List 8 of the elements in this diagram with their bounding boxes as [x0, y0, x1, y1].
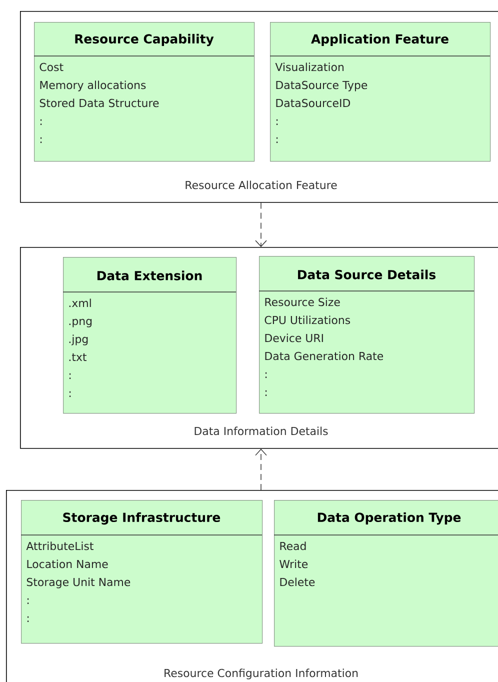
- class-box: Data Source Details Resource Size CPU Utilizations Device URI Data Generation Rate : :: [258, 256, 475, 414]
- class-box: Data Extension .xml .png .jpg .txt : :: [62, 257, 237, 414]
- class-box: Application Feature Visualization DataSource Type DataSourceID : :: [270, 22, 491, 162]
- dashed-arrow: [255, 202, 267, 247]
- dashed-arrow: [255, 448, 267, 490]
- class-box: Storage Infrastructure AttributeList Location Name Storage Unit Name : :: [20, 500, 263, 644]
- class-box: Resource Capability Cost Memory allocations Stored Data Structure : :: [34, 22, 255, 162]
- class-box: Data Operation Type Read Write Delete: [274, 500, 498, 647]
